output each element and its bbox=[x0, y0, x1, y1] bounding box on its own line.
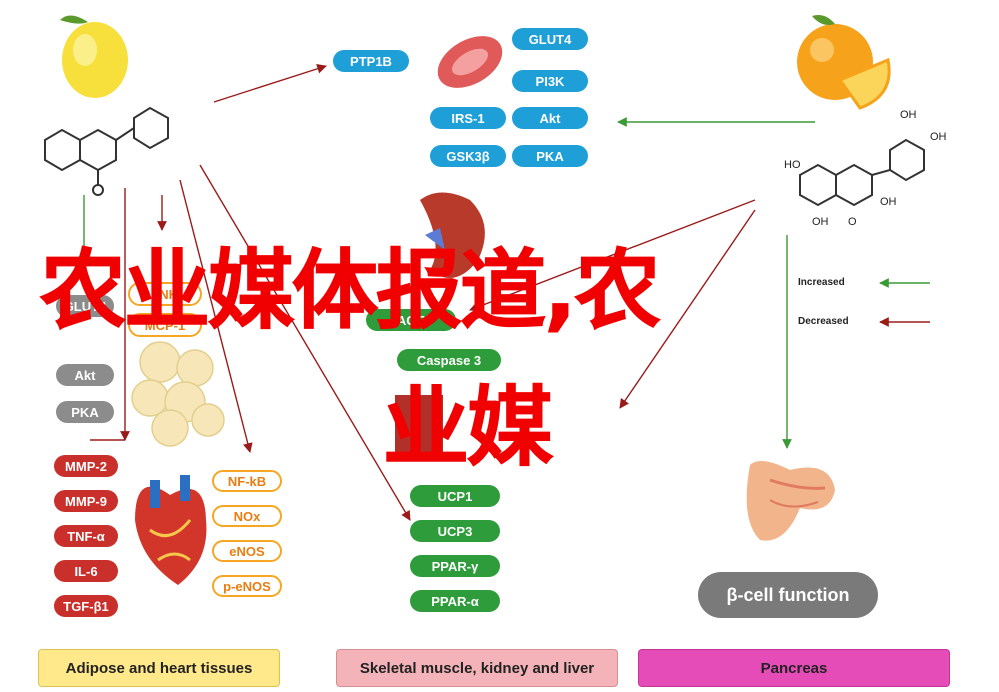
marker-tnfa: TNF-α bbox=[54, 525, 118, 547]
marker-mmp2: MMP-2 bbox=[54, 455, 118, 477]
marker-ucp3: UCP3 bbox=[410, 520, 500, 542]
marker-mmp9: MMP-9 bbox=[54, 490, 118, 512]
quercetin-structure-icon bbox=[799, 138, 925, 207]
marker-tgfb1: TGF-β1 bbox=[54, 595, 118, 617]
marker-ppar-gamma: PPAR-γ bbox=[410, 555, 500, 577]
pancreas-icon bbox=[746, 461, 835, 541]
bar-pancreas: Pancreas bbox=[638, 649, 950, 687]
marker-ucp1: UCP1 bbox=[410, 485, 500, 507]
svg-text:OH: OH bbox=[900, 109, 917, 121]
marker-ppar-alpha: PPAR-α bbox=[410, 590, 500, 612]
fat-cells-icon bbox=[131, 341, 225, 447]
svg-text:OH: OH bbox=[812, 216, 829, 228]
legend-decreased: Decreased bbox=[798, 316, 849, 327]
green-arrows bbox=[79, 117, 930, 449]
marker-ptp1b: PTP1B bbox=[333, 50, 409, 72]
lemon-icon bbox=[60, 15, 128, 98]
legend-increased: Increased bbox=[798, 277, 845, 288]
overlay-headline-line1: 农业媒体报道,农 bbox=[40, 241, 662, 341]
red-arrows bbox=[120, 64, 930, 521]
marker-irs1: IRS-1 bbox=[430, 107, 506, 129]
heart-icon bbox=[135, 475, 207, 585]
liver-icon bbox=[395, 395, 443, 455]
marker-akt: Akt bbox=[512, 107, 588, 129]
overlay-headline-line2: 业媒 bbox=[383, 378, 554, 478]
svg-text:O: O bbox=[848, 216, 857, 228]
marker-pka: PKA bbox=[512, 145, 588, 167]
beta-cell-function: β-cell function bbox=[698, 572, 878, 618]
marker-enos: eNOS bbox=[212, 540, 282, 562]
marker-nfkb: NF-kB bbox=[212, 470, 282, 492]
kidney-icon bbox=[420, 192, 485, 278]
marker-pi3k: PI3K bbox=[512, 70, 588, 92]
marker-jnk: JNK bbox=[128, 282, 202, 306]
marker-pka-left: PKA bbox=[56, 401, 114, 423]
bar-skeletal-kidney-liver: Skeletal muscle, kidney and liver bbox=[336, 649, 618, 687]
svg-text:HO: HO bbox=[784, 159, 801, 171]
marker-caspase3: Caspase 3 bbox=[397, 349, 501, 371]
svg-text:OH: OH bbox=[930, 131, 947, 143]
marker-glut4: GLUT4 bbox=[512, 28, 588, 50]
marker-glut4-left: GLUT4 bbox=[56, 295, 114, 317]
marker-gsk3b: GSK3β bbox=[430, 145, 506, 167]
marker-mcp1: MCP-1 bbox=[128, 313, 202, 337]
muscle-icon bbox=[437, 36, 503, 88]
marker-nox: NOx bbox=[212, 505, 282, 527]
bar-adipose-heart: Adipose and heart tissues bbox=[38, 649, 280, 687]
orange-icon bbox=[797, 15, 891, 110]
marker-penos: p-eNOS bbox=[212, 575, 282, 597]
marker-il6: IL-6 bbox=[54, 560, 118, 582]
svg-text:OH: OH bbox=[880, 196, 897, 208]
marker-age: AGE bbox=[366, 309, 456, 331]
flavone-structure-icon bbox=[44, 106, 169, 196]
marker-akt-left: Akt bbox=[56, 364, 114, 386]
